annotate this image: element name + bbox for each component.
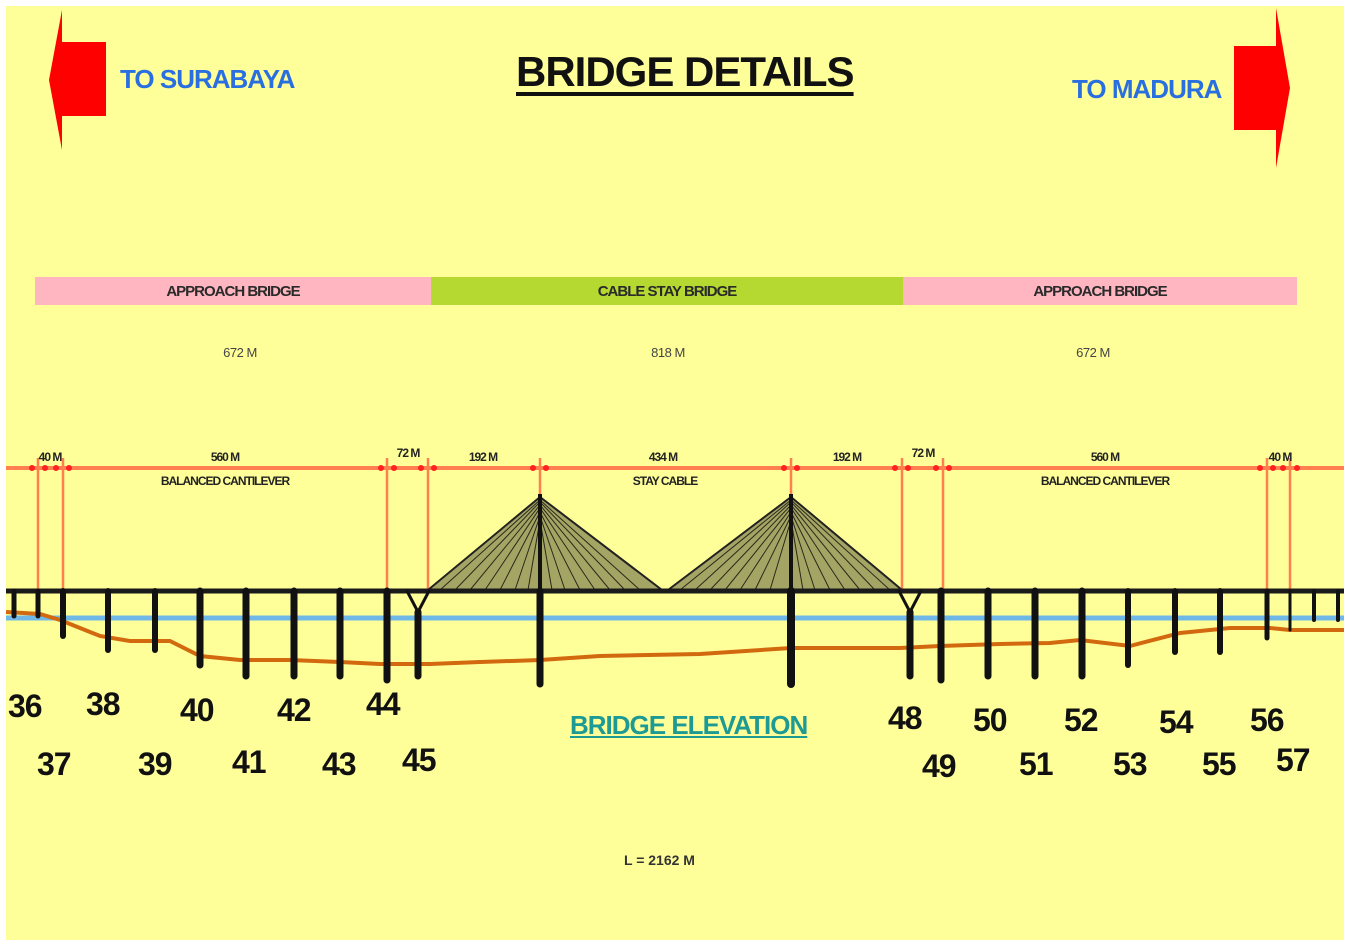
segment-length-center: 818 M xyxy=(651,345,685,360)
pier-number: 36 xyxy=(8,688,43,724)
span-label-192-right: 192 M xyxy=(832,450,862,464)
span-label-192-left: 192 M xyxy=(468,450,498,464)
segment-cable-stay: CABLE STAY BRIDGE xyxy=(431,277,903,305)
pier-number: 56 xyxy=(1250,702,1285,738)
direction-label-madura: TO MADURA xyxy=(1072,74,1222,104)
red-arrow-left-icon xyxy=(49,10,106,150)
segment-label: APPROACH BRIDGE xyxy=(166,282,300,300)
red-arrow-right-icon xyxy=(1234,8,1290,168)
span-label-560-left: 560 M xyxy=(210,450,240,464)
span-desc-right: BALANCED CANTILEVER xyxy=(1040,474,1170,488)
span-desc-center: STAY CABLE xyxy=(632,474,698,488)
piers xyxy=(11,587,1340,688)
segment-approach-left: APPROACH BRIDGE xyxy=(35,277,431,305)
segment-label: APPROACH BRIDGE xyxy=(1033,282,1167,300)
dimension-line xyxy=(6,458,1344,590)
pier-number: 50 xyxy=(973,702,1008,738)
diagram-canvas xyxy=(6,6,1344,940)
span-label-72-right: 72 M xyxy=(911,446,936,460)
bridge-elevation-label: BRIDGE ELEVATION xyxy=(570,710,808,740)
direction-label-surabaya: TO SURABAYA xyxy=(120,64,295,94)
pier-number: 55 xyxy=(1202,746,1237,782)
segment-length-right: 672 M xyxy=(1076,345,1110,360)
pier-number: 38 xyxy=(86,686,121,722)
pier-number: 49 xyxy=(922,748,957,784)
span-label-434: 434 M xyxy=(648,450,678,464)
span-desc-left: BALANCED CANTILEVER xyxy=(160,474,290,488)
pier-number: 45 xyxy=(402,742,437,778)
span-label-560-right: 560 M xyxy=(1090,450,1120,464)
span-label-72-left: 72 M xyxy=(396,446,421,460)
pier-number: 37 xyxy=(37,746,72,782)
page-title: BRIDGE DETAILS xyxy=(516,48,855,95)
pier-number: 51 xyxy=(1019,746,1054,782)
pier-number: 52 xyxy=(1064,702,1099,738)
segment-length-left: 672 M xyxy=(223,345,257,360)
segment-approach-right: APPROACH BRIDGE xyxy=(903,277,1297,305)
cable-stay-fans xyxy=(425,494,905,591)
total-length-label: L = 2162 M xyxy=(624,852,695,868)
pier-number: 41 xyxy=(232,744,267,780)
pier-number: 57 xyxy=(1276,742,1311,778)
pier-number: 42 xyxy=(277,692,312,728)
segment-label: CABLE STAY BRIDGE xyxy=(597,282,738,300)
pier-number: 53 xyxy=(1113,746,1148,782)
pier-number: 44 xyxy=(366,686,401,722)
pier-number: 39 xyxy=(138,746,173,782)
pier-number: 43 xyxy=(322,746,357,782)
pier-number: 48 xyxy=(888,700,923,736)
pier-number: 54 xyxy=(1159,704,1194,740)
span-label-40-right: 40 M xyxy=(1268,450,1293,464)
span-label-40-left: 40 M xyxy=(38,450,63,464)
pier-number: 40 xyxy=(180,692,215,728)
